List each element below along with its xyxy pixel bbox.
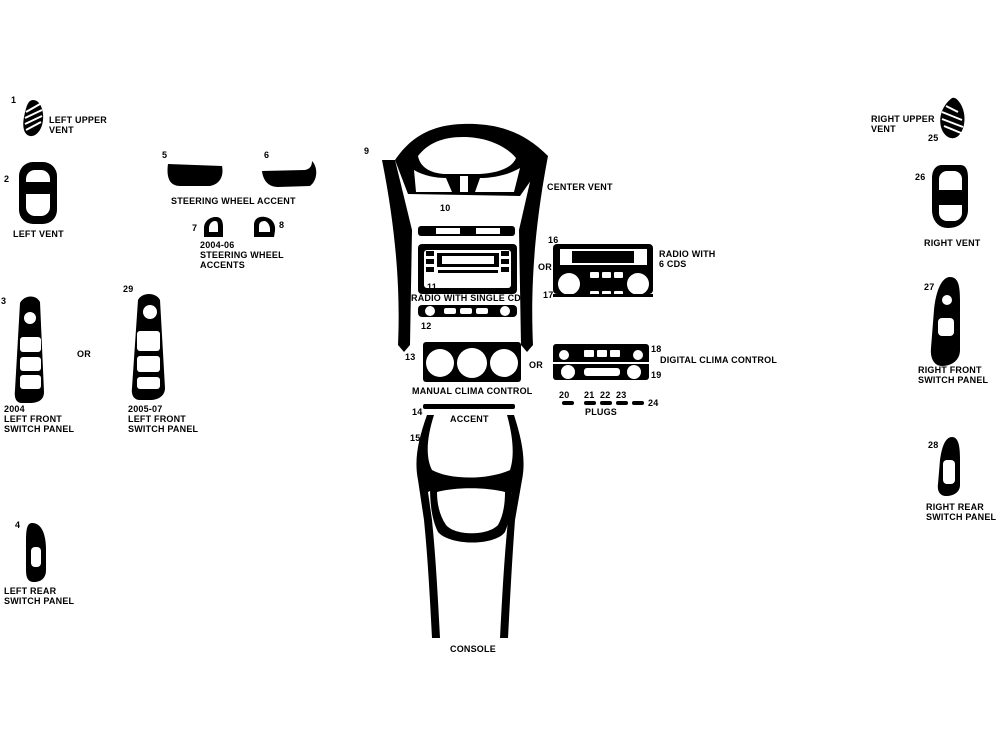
digital-clima-control-part bbox=[553, 344, 649, 380]
label-console: CONSOLE bbox=[450, 644, 496, 654]
part-number-27: 27 bbox=[924, 282, 935, 292]
label-radio-single-cd: RADIO WITH SINGLE CD bbox=[411, 293, 521, 303]
part-number-24: 24 bbox=[648, 398, 659, 408]
part-number-7: 7 bbox=[192, 223, 198, 233]
part-number-15: 15 bbox=[410, 433, 421, 443]
console-part bbox=[416, 415, 524, 638]
part-number-25: 25 bbox=[928, 133, 939, 143]
radio-single-cd-part bbox=[418, 244, 517, 317]
part-number-14: 14 bbox=[412, 407, 423, 417]
plugs-part bbox=[562, 401, 644, 405]
part-number-8: 8 bbox=[279, 220, 285, 230]
part-number-18: 18 bbox=[651, 344, 662, 354]
right-rear-switch-panel-part bbox=[937, 437, 960, 496]
part-number-6: 6 bbox=[264, 150, 270, 160]
part-number-11: 11 bbox=[427, 282, 437, 292]
part-number-21: 21 bbox=[584, 390, 595, 400]
upper-accent-10-part bbox=[418, 226, 515, 236]
label-left-rear-switch: LEFT REAR SWITCH PANEL bbox=[4, 586, 75, 606]
label-radio-6-cds: RADIO WITH 6 CDS bbox=[659, 249, 716, 269]
manual-clima-control-part bbox=[423, 342, 521, 382]
radio-6cd-part bbox=[553, 244, 653, 297]
label-left-vent: LEFT VENT bbox=[13, 229, 64, 239]
part-number-22: 22 bbox=[600, 390, 611, 400]
steering-wheel-accent-8-part bbox=[254, 216, 276, 237]
right-upper-vent-part bbox=[940, 97, 965, 139]
label-steering-wheel-accents: 2004-06 STEERING WHEEL ACCENTS bbox=[200, 240, 284, 270]
part-number-10: 10 bbox=[440, 203, 451, 213]
right-front-switch-panel-part bbox=[930, 277, 960, 366]
label-digital-clima: DIGITAL CLIMA CONTROL bbox=[660, 355, 778, 365]
label-right-front-switch: RIGHT FRONT SWITCH PANEL bbox=[918, 365, 989, 385]
label-manual-clima: MANUAL CLIMA CONTROL bbox=[412, 386, 533, 396]
part-number-29: 29 bbox=[123, 284, 134, 294]
or-label-radio: OR bbox=[538, 262, 552, 272]
label-left-front-switch-2005: 2005-07 LEFT FRONT SWITCH PANEL bbox=[128, 404, 199, 434]
part-number-2: 2 bbox=[4, 174, 10, 184]
label-right-rear-switch: RIGHT REAR SWITCH PANEL bbox=[926, 502, 997, 522]
part-number-16: 16 bbox=[548, 235, 559, 245]
label-right-vent: RIGHT VENT bbox=[924, 238, 981, 248]
left-vent-part bbox=[19, 162, 57, 224]
accent-strip-part bbox=[423, 404, 515, 409]
label-right-upper-vent: RIGHT UPPER VENT bbox=[871, 114, 935, 134]
part-number-23: 23 bbox=[616, 390, 627, 400]
part-number-12: 12 bbox=[421, 321, 432, 331]
part-number-9: 9 bbox=[364, 146, 370, 156]
part-number-5: 5 bbox=[162, 150, 168, 160]
steering-wheel-accent-left-part bbox=[167, 164, 223, 186]
or-label-clima: OR bbox=[529, 360, 543, 370]
label-accent: ACCENT bbox=[450, 414, 489, 424]
label-plugs: PLUGS bbox=[585, 407, 618, 417]
label-left-front-switch-2004: 2004 LEFT FRONT SWITCH PANEL bbox=[4, 404, 75, 434]
left-front-switch-panel-2005-part bbox=[131, 294, 165, 400]
or-label-switch-panel: OR bbox=[77, 349, 91, 359]
left-rear-switch-panel-part bbox=[26, 523, 46, 582]
left-upper-vent-part bbox=[23, 100, 44, 137]
part-number-20: 20 bbox=[559, 390, 570, 400]
center-vent-bezel-part bbox=[382, 123, 548, 352]
left-front-switch-panel-2004-part bbox=[14, 296, 44, 403]
steering-wheel-accent-right-part bbox=[262, 161, 317, 187]
part-number-1: 1 bbox=[11, 95, 17, 105]
part-number-19: 19 bbox=[651, 370, 662, 380]
label-steering-wheel-accent: STEERING WHEEL ACCENT bbox=[171, 196, 296, 206]
part-number-17: 17 bbox=[543, 290, 554, 300]
part-number-13: 13 bbox=[405, 352, 416, 362]
steering-wheel-accent-7-part bbox=[204, 217, 223, 237]
part-number-4: 4 bbox=[15, 520, 21, 530]
part-number-3: 3 bbox=[1, 296, 7, 306]
right-vent-part bbox=[932, 165, 968, 228]
label-center-vent: CENTER VENT bbox=[547, 182, 613, 192]
part-number-26: 26 bbox=[915, 172, 926, 182]
label-left-upper-vent: LEFT UPPER VENT bbox=[49, 115, 108, 135]
part-number-28: 28 bbox=[928, 440, 939, 450]
